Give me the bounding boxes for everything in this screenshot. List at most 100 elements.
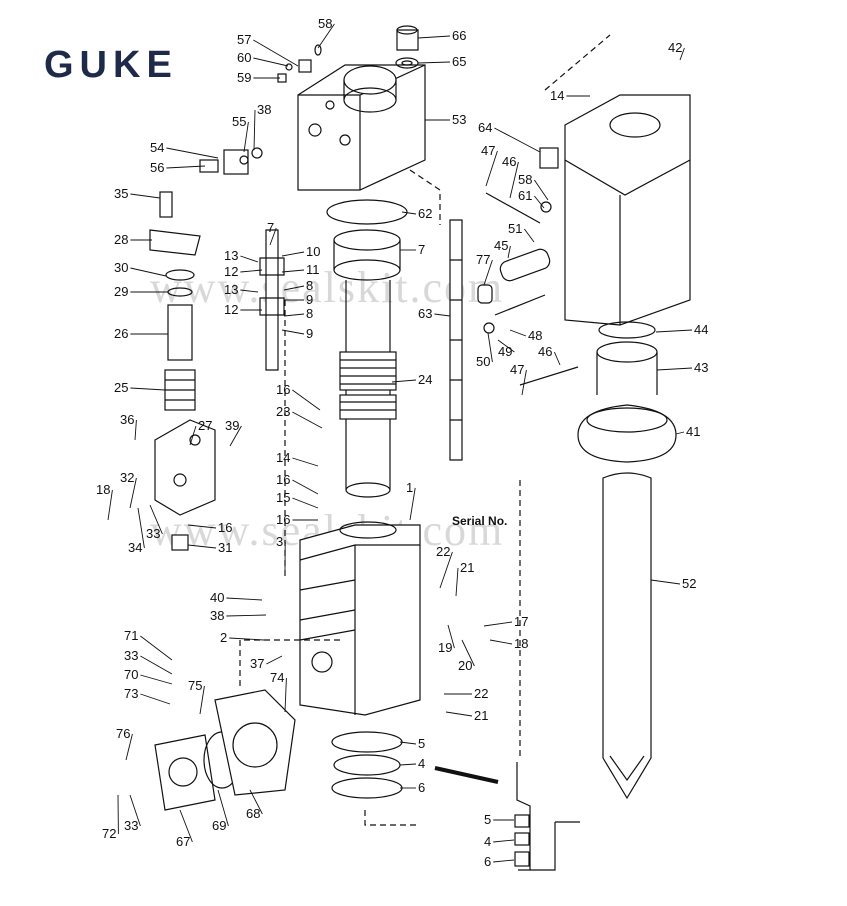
callout-71: 71 — [124, 628, 138, 643]
callout-40: 40 — [210, 590, 224, 605]
callout-67: 67 — [176, 834, 190, 849]
leader-line — [447, 624, 455, 649]
leader-line — [455, 567, 459, 597]
leader-line — [434, 313, 451, 317]
callout-6: 6 — [418, 780, 425, 795]
leader-line — [243, 121, 249, 153]
callout-55: 55 — [232, 114, 246, 129]
leader-line — [130, 387, 166, 391]
callout-10: 10 — [306, 244, 320, 259]
callout-12: 12 — [224, 302, 238, 317]
leader-line — [130, 193, 161, 199]
leader-line — [655, 329, 693, 333]
leader-line — [140, 674, 173, 685]
callout-16: 16 — [276, 472, 290, 487]
callout-56: 56 — [150, 160, 164, 175]
callout-19: 19 — [438, 640, 452, 655]
leader-line — [417, 35, 451, 39]
callout-2: 2 — [220, 630, 227, 645]
callout-53: 53 — [452, 112, 466, 127]
serial-number-label: Serial No. — [452, 514, 507, 528]
callout-54: 54 — [150, 140, 164, 155]
head-block — [297, 64, 426, 191]
leader-line — [187, 524, 217, 529]
leader-line — [107, 489, 113, 521]
callout-36: 36 — [120, 412, 134, 427]
leader-line — [493, 839, 515, 843]
leader-line — [399, 741, 417, 745]
leader-line — [199, 685, 205, 715]
callout-28: 28 — [114, 232, 128, 247]
callout-16: 16 — [276, 382, 290, 397]
callout-47: 47 — [481, 143, 495, 158]
callout-8: 8 — [306, 306, 313, 321]
assembly-lines — [239, 34, 611, 826]
leader-line — [189, 425, 197, 446]
callout-23: 23 — [276, 404, 290, 419]
callout-4: 4 — [418, 756, 425, 771]
callout-18: 18 — [96, 482, 110, 497]
callout-5: 5 — [484, 812, 491, 827]
callout-30: 30 — [114, 260, 128, 275]
leader-line — [409, 487, 416, 521]
main-body — [299, 521, 421, 716]
leader-line — [253, 57, 289, 67]
callout-9: 9 — [306, 292, 313, 307]
callout-62: 62 — [418, 206, 432, 221]
callout-16: 16 — [276, 512, 290, 527]
brand-logo: GUKE — [44, 44, 178, 86]
leader-line — [253, 109, 256, 151]
leader-line — [489, 639, 513, 645]
callout-58: 58 — [318, 16, 332, 31]
callout-6: 6 — [484, 854, 491, 869]
callout-21: 21 — [474, 708, 488, 723]
leader-line — [656, 367, 693, 371]
leader-line — [650, 579, 681, 585]
leader-line — [292, 457, 319, 467]
callout-45: 45 — [494, 238, 508, 253]
leader-line — [281, 329, 305, 335]
leader-line — [226, 597, 263, 601]
leader-line — [269, 227, 277, 246]
callout-7: 7 — [418, 242, 425, 257]
callout-52: 52 — [682, 576, 696, 591]
leader-line — [317, 23, 335, 49]
leader-line — [240, 269, 263, 273]
callout-64: 64 — [478, 120, 492, 135]
leader-line — [179, 809, 193, 843]
callout-32: 32 — [120, 470, 134, 485]
callout-14: 14 — [276, 450, 290, 465]
leader-line — [229, 637, 265, 641]
callout-4: 4 — [484, 834, 491, 849]
leader-line — [249, 789, 263, 815]
callout-17: 17 — [514, 614, 528, 629]
callout-27: 27 — [198, 418, 212, 433]
hose-arrow — [434, 766, 499, 784]
leader-line — [140, 693, 171, 705]
callout-33: 33 — [124, 818, 138, 833]
callout-74: 74 — [270, 670, 284, 685]
callout-44: 44 — [694, 322, 708, 337]
leader-line — [292, 479, 319, 495]
leader-line — [675, 431, 685, 435]
leader-line — [229, 425, 242, 447]
callout-59: 59 — [237, 70, 251, 85]
leader-line — [417, 61, 451, 64]
leader-line — [391, 379, 417, 383]
callout-18: 18 — [514, 636, 528, 651]
leader-line — [217, 789, 229, 827]
leader-line — [253, 39, 299, 67]
callout-61: 61 — [518, 188, 532, 203]
callout-13: 13 — [224, 248, 238, 263]
leader-line — [140, 655, 173, 675]
callout-37: 37 — [250, 656, 264, 671]
leader-line — [266, 655, 283, 665]
leader-line — [445, 711, 473, 717]
leader-line — [494, 127, 541, 153]
leader-line — [281, 269, 305, 273]
callout-16: 16 — [218, 520, 232, 535]
callout-68: 68 — [246, 806, 260, 821]
callout-39: 39 — [225, 418, 239, 433]
cylinder — [326, 199, 408, 498]
leader-line — [226, 614, 267, 617]
